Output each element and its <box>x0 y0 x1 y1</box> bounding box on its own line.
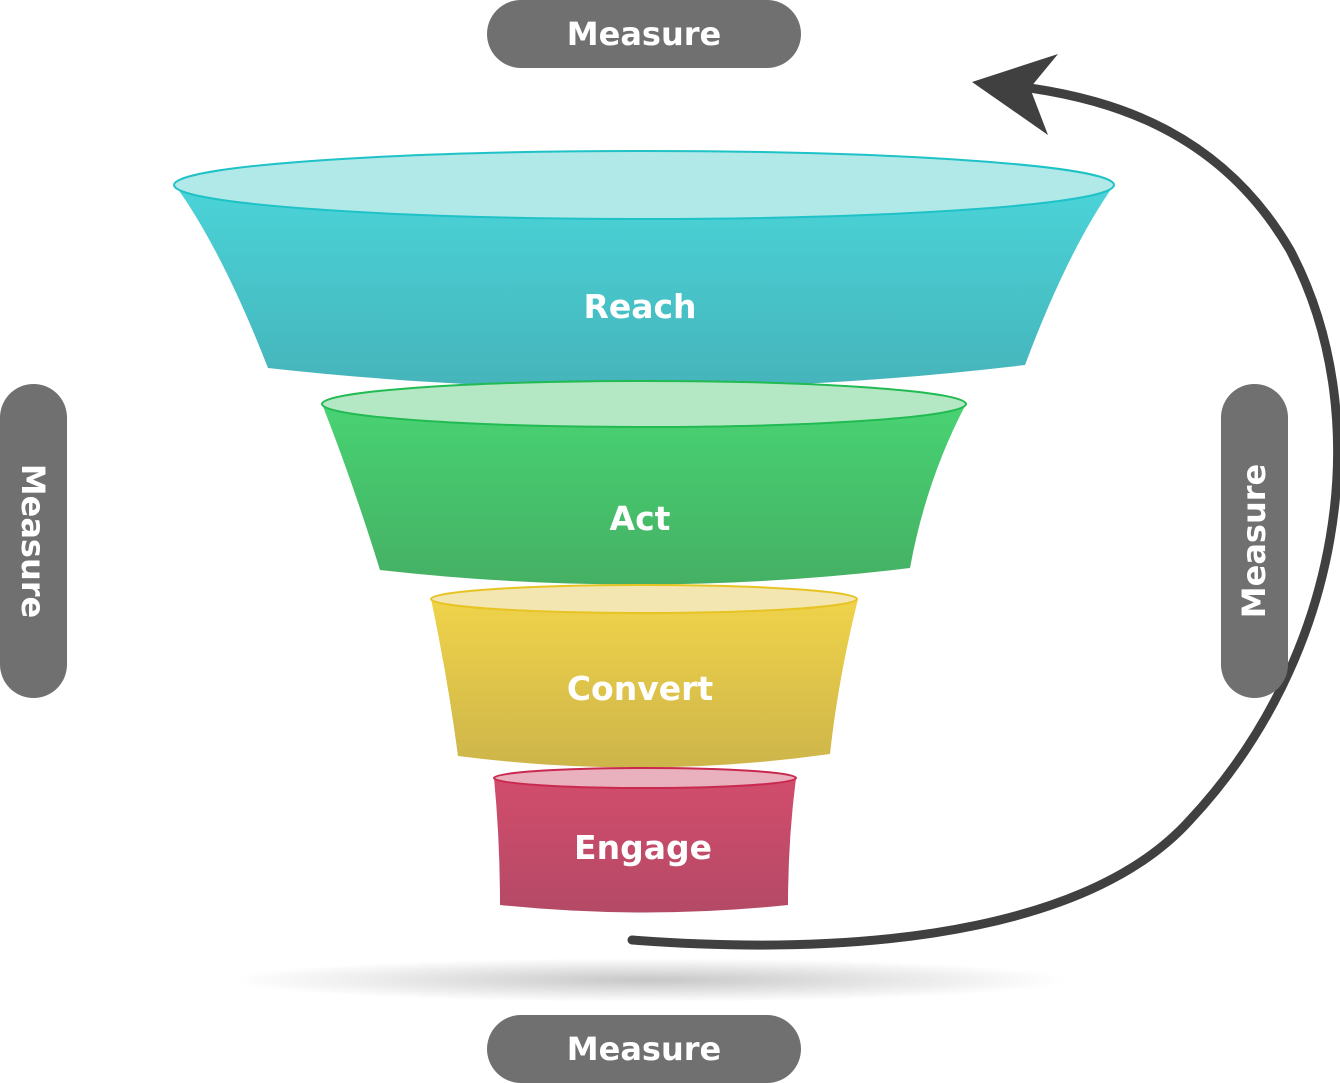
measure-label-top: Measure <box>566 15 722 53</box>
measure-label-bottom: Measure <box>566 1030 722 1068</box>
measure-pill-right: Measure <box>1221 384 1288 698</box>
funnel-stage-engage: Engage <box>493 767 797 913</box>
engage-body <box>494 778 796 913</box>
measure-pill-top: Measure <box>487 0 801 68</box>
cycle-arrow <box>627 54 1340 950</box>
reach-body <box>175 185 1114 389</box>
funnel-stage-reach: Reach <box>173 150 1115 389</box>
measure-label-left: Measure <box>14 463 53 619</box>
stage-label-engage: Engage <box>574 828 712 867</box>
cycle-arrow-curve <box>627 83 1340 950</box>
measure-pill-left: Measure <box>0 384 67 698</box>
stage-label-convert: Convert <box>567 669 714 708</box>
reach-rim <box>173 150 1115 220</box>
act-rim <box>321 380 967 428</box>
funnel-stage-act: Act <box>321 380 967 585</box>
act-body <box>322 404 966 585</box>
cycle-arrow-head <box>972 54 1058 135</box>
convert-rim <box>430 584 858 614</box>
stage-label-act: Act <box>610 499 671 538</box>
measure-pill-bottom: Measure <box>487 1015 801 1083</box>
engage-rim <box>493 767 797 789</box>
convert-body <box>431 599 858 768</box>
funnel-stage-convert: Convert <box>430 584 858 768</box>
stage-label-reach: Reach <box>583 287 696 326</box>
measure-label-right: Measure <box>1235 463 1274 619</box>
funnel-shadow <box>230 958 1070 1002</box>
